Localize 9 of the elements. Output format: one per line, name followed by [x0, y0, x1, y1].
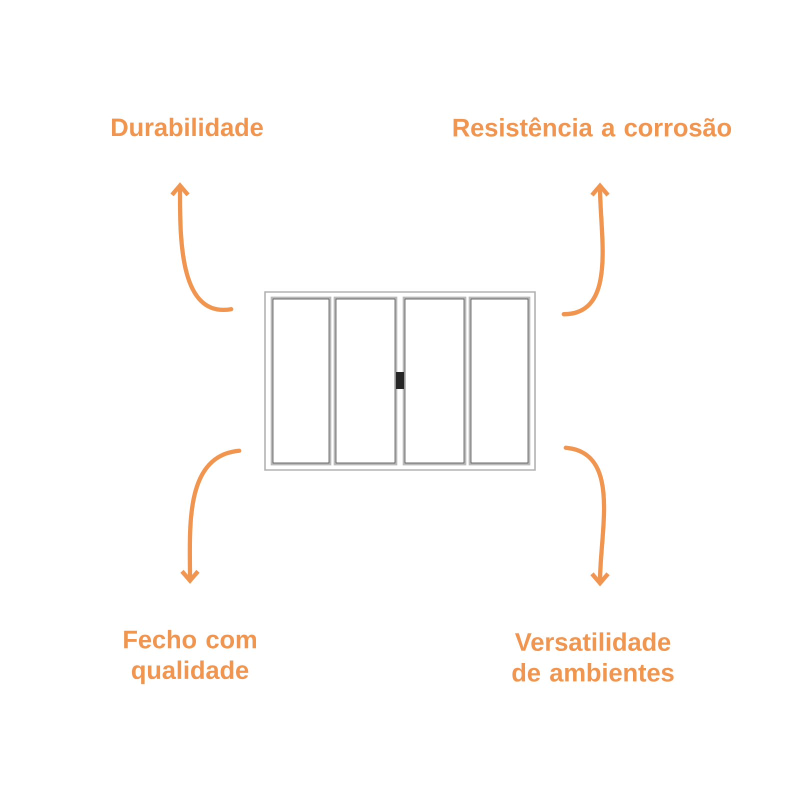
curved-arrow: [562, 182, 610, 316]
feature-label: Resistência a corrosão: [454, 117, 732, 137]
feature-label: Fecho com qualidade: [124, 630, 256, 684]
curved-arrow: [170, 182, 234, 312]
curved-arrow: [564, 446, 610, 586]
curved-arrow: [180, 448, 242, 584]
window-drawing: [264, 291, 536, 471]
feature-label: Durabilidade: [112, 118, 263, 136]
feature-label: Versatilidade de ambientes: [512, 632, 674, 682]
